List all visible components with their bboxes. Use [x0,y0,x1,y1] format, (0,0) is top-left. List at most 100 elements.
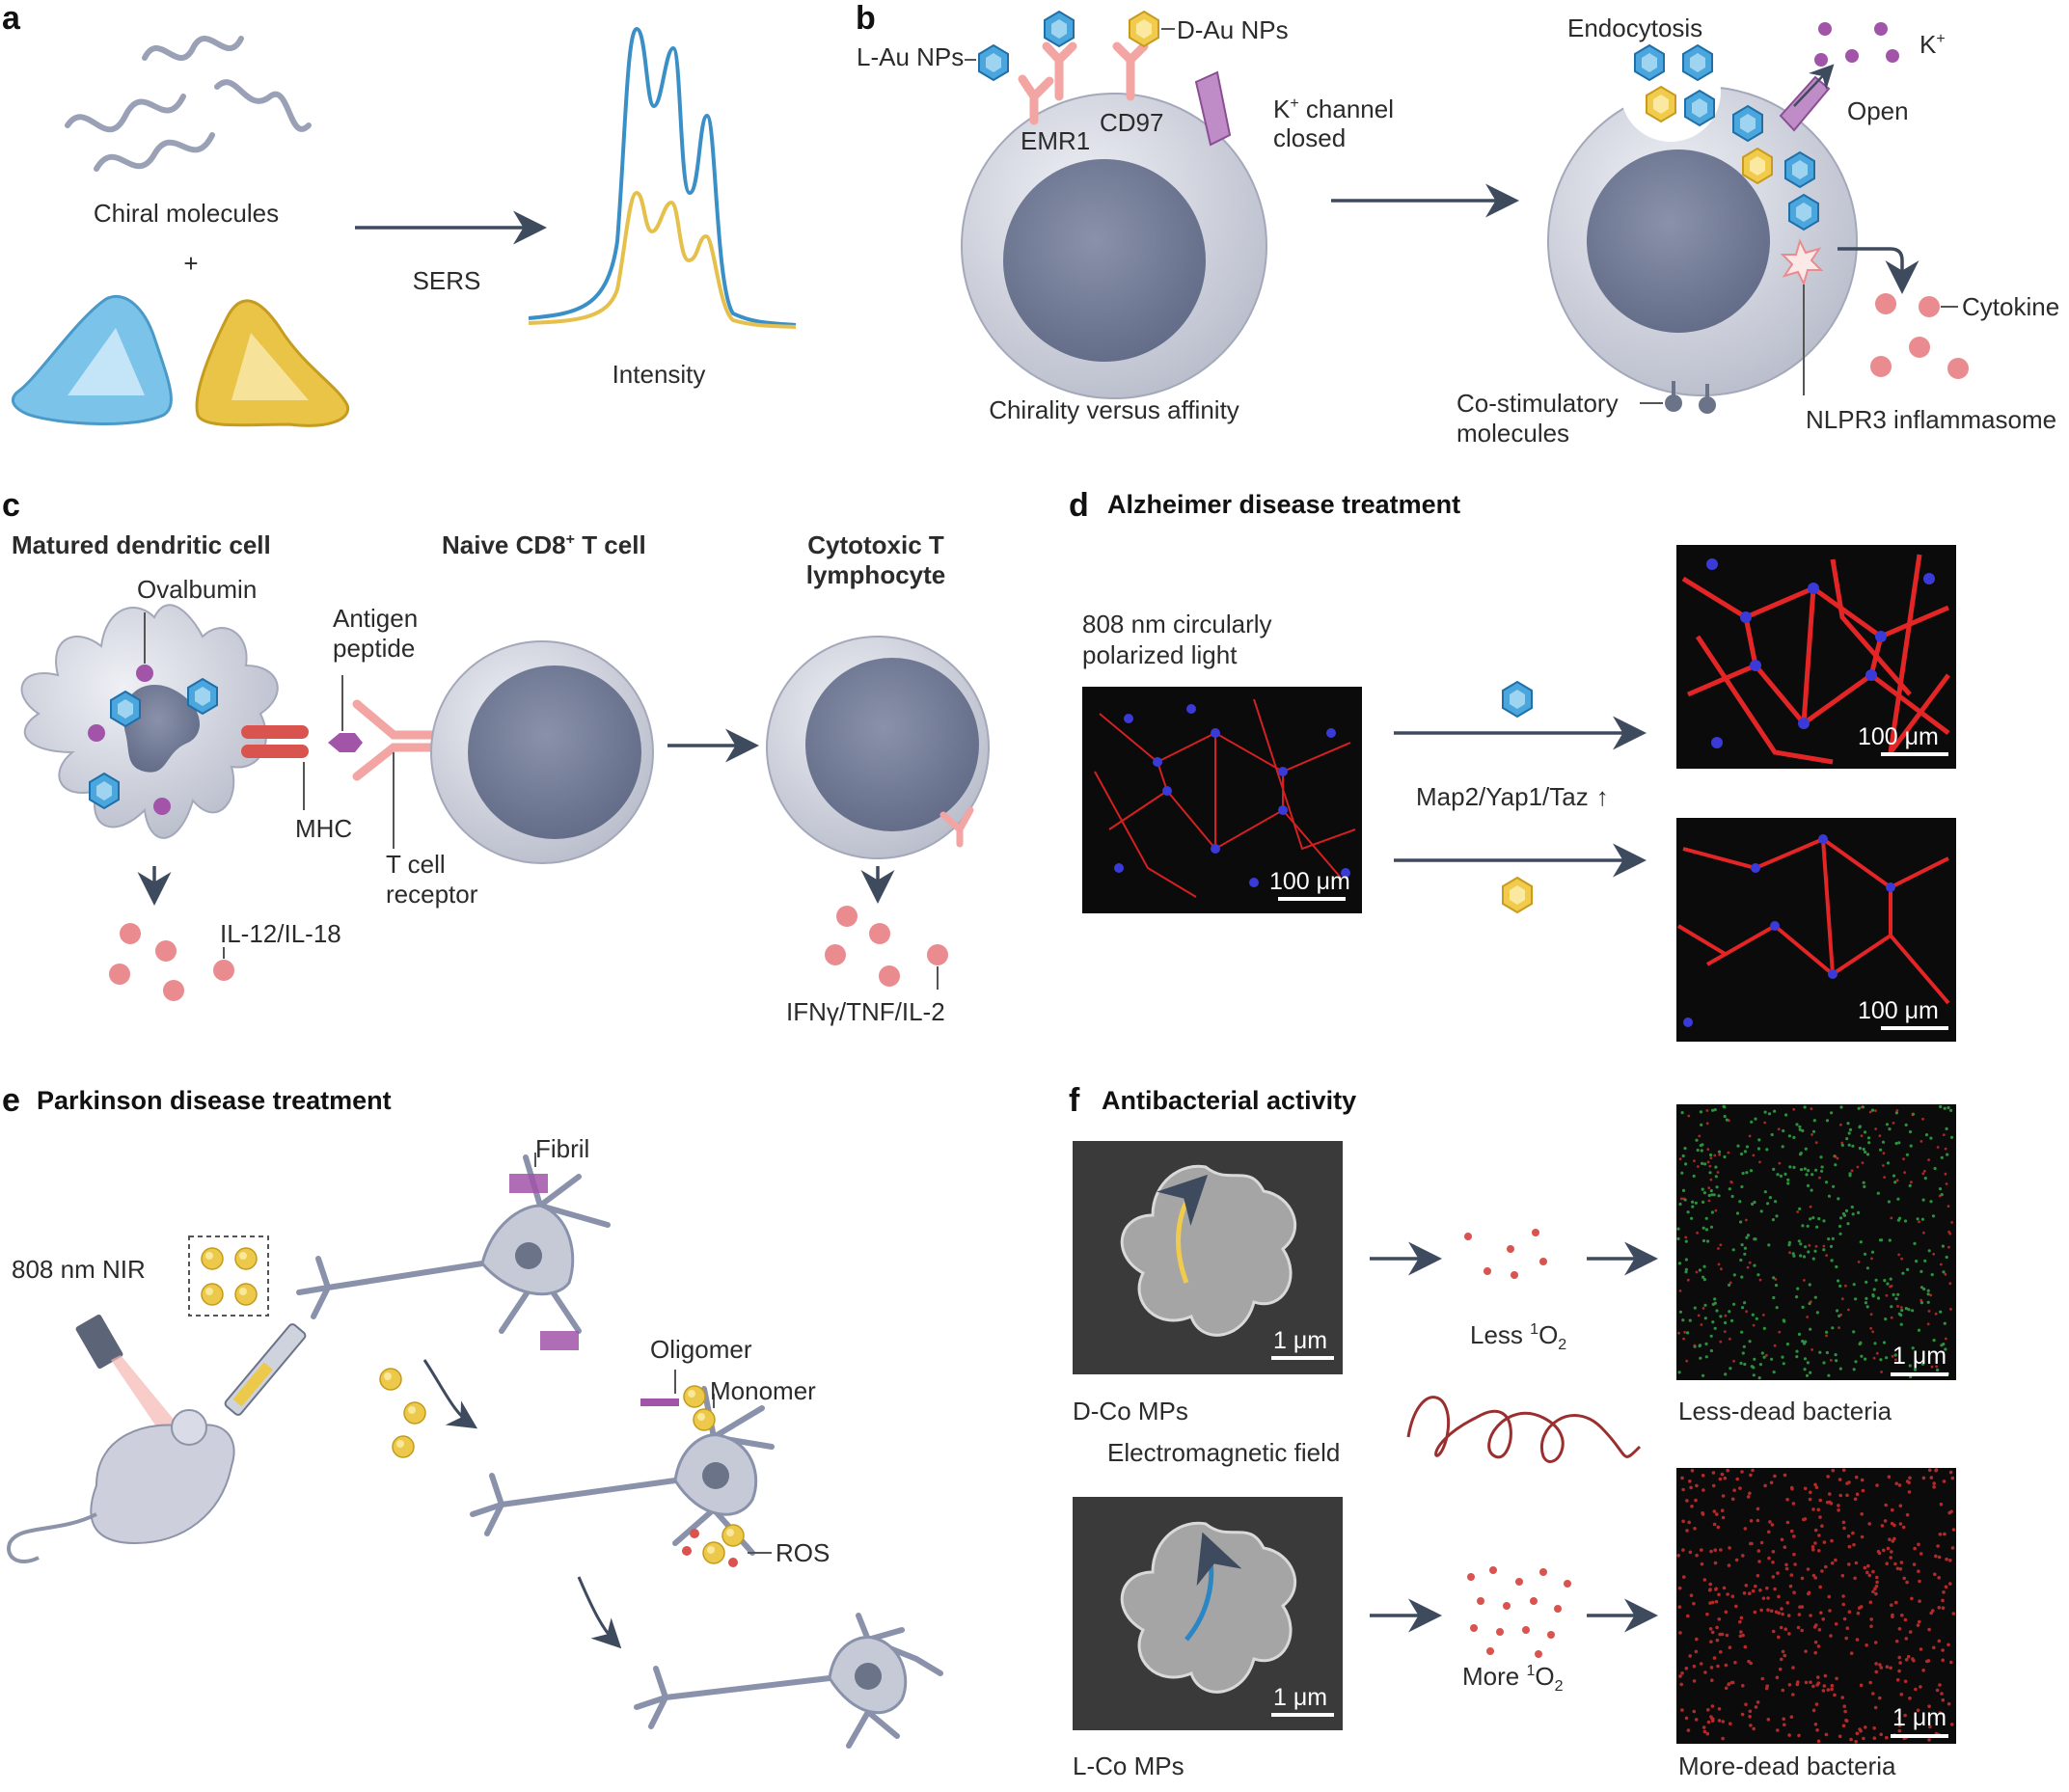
dead-bacterium-dot [1682,1197,1685,1201]
neuron-treated-nucleus [702,1462,729,1489]
dead-bacterium-dot [1839,1313,1842,1317]
dead-bacterium-dot [1717,1247,1720,1250]
dead-bacterium-dot [1919,1552,1923,1556]
dead-bacterium-dot [1838,1326,1840,1329]
live-bacterium-dot [1713,1326,1717,1330]
dead-bacterium-dot [1758,1160,1761,1164]
live-bacterium-dot [1911,1346,1915,1350]
dead-bacterium-dot [1834,1154,1838,1158]
dead-bacterium-dot [1822,1540,1827,1544]
dead-bacterium-dot [1824,1732,1829,1737]
live-bacterium-dot [1818,1350,1822,1354]
live-bacterium-dot [1739,1258,1743,1263]
live-bacterium-dot [1804,1340,1808,1344]
dead-bacterium-dot [1880,1371,1883,1373]
dead-bacterium-dot [1908,1476,1912,1480]
dead-bacterium-dot [1783,1545,1787,1549]
dead-bacterium-dot [1876,1549,1881,1554]
dead-bacterium-dot [1680,1671,1684,1675]
dead-bacterium-dot [1868,1600,1873,1605]
dead-bacterium-dot [1946,1643,1950,1647]
live-bacterium-dot [1887,1200,1891,1204]
live-bacterium-dot [1858,1342,1862,1346]
dead-bacterium-dot [1695,1483,1699,1488]
sers-label: SERS [413,266,481,295]
neuron-micrograph-d-treated [1676,818,1956,1042]
live-bacterium-dot [1751,1313,1755,1317]
live-bacterium-dot [1715,1185,1719,1189]
dead-bacterium-dot [1678,1290,1682,1292]
more-singlet-oxygen-label: More 1O2 [1462,1662,1564,1695]
k-ion-dot [1874,22,1888,36]
dead-bacterium-dot [1916,1708,1920,1713]
live-bacterium-dot [1876,1296,1881,1300]
dead-bacterium-dot [1796,1680,1800,1684]
dead-bacterium-dot [1860,1105,1864,1109]
dead-bacterium-dot [1935,1688,1940,1693]
dead-bacterium-dot [1841,1594,1845,1598]
live-bacterium-dot [1921,1362,1925,1366]
dead-bacterium-dot [1689,1485,1693,1490]
live-bacterium-dot [1897,1141,1901,1145]
dead-bacterium-dot [1720,1267,1723,1271]
live-bacterium-dot [1723,1114,1727,1119]
dead-bacterium-dot [1810,1133,1813,1136]
live-bacterium-dot [1745,1235,1749,1239]
dead-bacterium-dot [1813,1723,1818,1726]
live-bacterium-dot [1741,1306,1745,1310]
live-bacterium-dot [1915,1260,1919,1263]
live-bacterium-dot [1704,1355,1708,1359]
live-bacterium-dot [1834,1163,1838,1167]
dead-bacterium-dot [1814,1623,1818,1627]
dead-bacterium-dot [1719,1650,1723,1654]
live-bacterium-dot [1766,1202,1770,1206]
dead-bacterium-dot [1677,1331,1680,1335]
dead-bacterium-dot [1944,1272,1947,1276]
closed-label: closed [1273,123,1346,152]
dead-bacterium-dot [1701,1511,1704,1515]
dead-bacterium-dot [1823,1673,1828,1678]
dead-bacterium-dot [1808,1243,1811,1247]
live-bacterium-dot [1919,1269,1923,1273]
dead-bacterium-dot [1758,1278,1762,1282]
dead-bacterium-dot [1874,1591,1878,1596]
live-bacterium-dot [1797,1332,1802,1336]
dead-bacterium-dot [1808,1497,1812,1502]
dead-bacterium-dot [1759,1608,1763,1613]
live-bacterium-dot [1804,1245,1808,1249]
dead-bacterium-dot [1709,1640,1713,1643]
dead-bacterium-dot [1751,1468,1755,1473]
dead-bacterium-dot [1692,1601,1696,1606]
dead-bacterium-dot [1878,1696,1882,1700]
live-bacterium-dot [1815,1311,1819,1315]
live-bacterium-dot [1743,1252,1747,1256]
dead-bacterium-dot [1894,1639,1899,1643]
nlrp3-label: NLPR3 inflammasome [1806,405,2056,434]
dead-bacterium-dot [1939,1502,1944,1507]
live-bacterium-dot [1792,1165,1796,1169]
live-bacterium-dot [1917,1328,1921,1332]
dead-bacterium-dot [1813,1528,1818,1533]
live-bacterium-dot [1799,1254,1803,1258]
dead-bacterium-dot [1945,1557,1948,1561]
dead-bacterium-dot [1890,1521,1894,1526]
live-bacterium-dot [1911,1309,1915,1313]
dead-bacterium-dot [1898,1567,1903,1571]
dead-bacterium-dot [1873,1705,1878,1710]
live-bacterium-dot [1701,1226,1705,1230]
dead-bacterium-dot [1780,1537,1784,1542]
dead-bacterium-dot [1885,1735,1889,1740]
dead-bacterium-dot [1804,1680,1809,1685]
live-bacterium-dot [1933,1166,1937,1171]
live-bacterium-dot [1795,1349,1799,1353]
dead-bacterium-dot [1717,1707,1722,1711]
live-bacterium-dot [1835,1359,1838,1363]
dead-bacterium-dot [1851,1531,1855,1535]
dead-bacterium-dot [1709,1156,1713,1159]
dead-bacterium-dot [1817,1549,1821,1553]
dead-bacterium-dot [1875,1580,1879,1585]
dead-bacterium-dot [1720,1508,1725,1512]
dead-bacterium-dot [1706,1708,1710,1712]
live-bacterium-dot [1839,1216,1843,1220]
dead-bacterium-dot [1860,1134,1864,1137]
